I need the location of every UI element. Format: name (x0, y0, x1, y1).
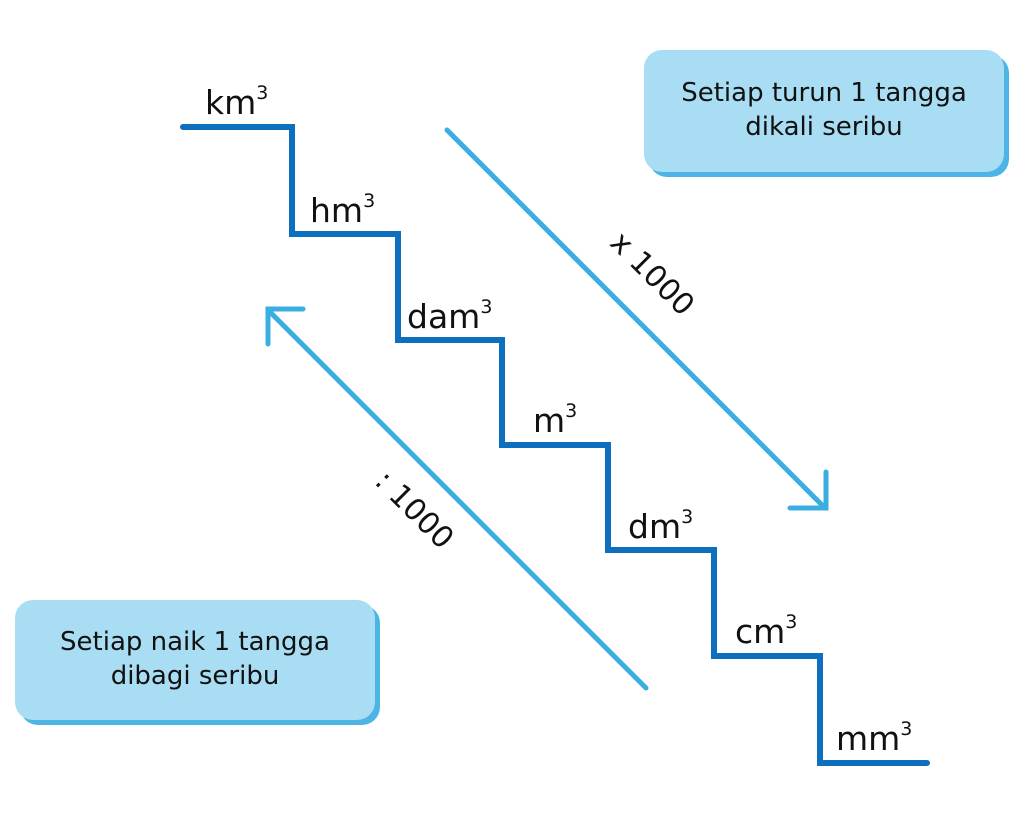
ascend-rule-line1: Setiap naik 1 tangga (60, 627, 330, 658)
unit-label-mm3: mm3 (836, 718, 913, 758)
staircase-line (180, 124, 930, 766)
unit-label-dam3: dam3 (407, 296, 493, 336)
up-arrow (265, 306, 649, 691)
unit-label-km3: km3 (205, 82, 269, 122)
unit-label-dm3: dm3 (628, 506, 694, 546)
descend-rule-line1: Setiap turun 1 tangga (681, 78, 967, 109)
descend-rule-box: Setiap turun 1 tangga dikali seribu (644, 50, 1004, 172)
ascend-rule-box: Setiap naik 1 tangga dibagi seribu (15, 600, 375, 720)
unit-label-hm3: hm3 (310, 190, 376, 230)
descend-rule-line2: dikali seribu (745, 112, 903, 142)
unit-label-m3: m3 (533, 400, 578, 440)
ascend-rule-line2: dibagi seribu (110, 661, 280, 691)
down-arrow (444, 127, 829, 511)
unit-label-cm3: cm3 (735, 611, 798, 651)
